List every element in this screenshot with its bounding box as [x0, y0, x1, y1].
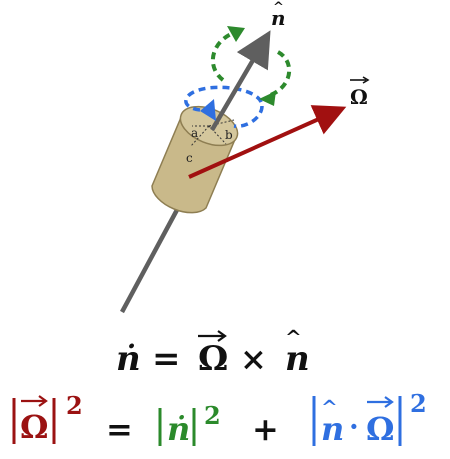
eq2-power1: 2: [66, 391, 83, 420]
omega-vector-arrow: [188, 105, 347, 179]
axis-label-c: c: [186, 151, 193, 165]
eq1-ndot: ṅ: [116, 339, 141, 379]
n-axis-lower: [120, 206, 180, 314]
eq2-ndot: ṅ: [167, 410, 190, 448]
precession-arc-upper: [211, 30, 237, 82]
eq1-equals: =: [152, 339, 181, 379]
svg-text:^: ^: [321, 395, 338, 419]
spin-circulation-back: [184, 85, 264, 112]
axis-label-b: b: [225, 128, 233, 142]
eq2-equals: =: [106, 410, 133, 448]
n-hat-label: n: [271, 6, 286, 30]
precession-arrowhead-upper: [227, 26, 245, 42]
eq2-power2: 2: [204, 401, 221, 430]
eq2-omega: Ω: [20, 408, 48, 446]
eq2-dot: ·: [349, 410, 359, 443]
svg-text:^: ^: [285, 325, 302, 349]
eq2-omega2: Ω: [366, 410, 394, 448]
eq1-nhat: n: [285, 339, 310, 379]
eq2-plus: +: [252, 410, 279, 448]
spin-circulation-front: [233, 105, 264, 128]
eq1-cross: ×: [240, 340, 267, 378]
eq2-power3: 2: [410, 389, 427, 418]
precession-arc-lower: [267, 50, 292, 98]
spin-arrowhead: [200, 99, 216, 121]
omega-label: Ω: [350, 85, 368, 109]
equation-ndot-cross: ṅ = Ω × n ^: [116, 325, 310, 379]
rigid-body-cylinder: [151, 105, 239, 214]
eq1-omega: Ω: [198, 339, 228, 379]
n-axis-upper: [210, 30, 271, 132]
eq2-nhat: n: [321, 410, 344, 448]
axis-label-a: a: [191, 126, 198, 140]
n-hat-hat: ^: [273, 0, 284, 15]
equation-omega-decomposition: Ω 2 = ṅ 2 + n ^ · Ω 2: [12, 389, 427, 448]
precession-arrowhead-lower: [259, 91, 276, 106]
